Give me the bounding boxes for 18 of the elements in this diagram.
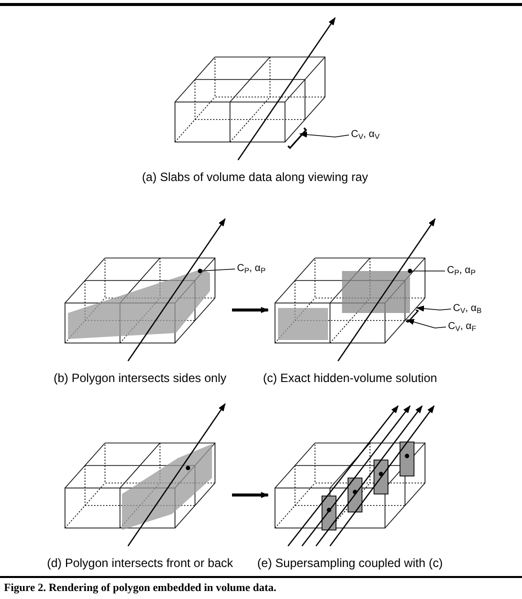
panel-caption: (e) Supersampling coupled with (c): [256, 555, 444, 572]
panel-caption: (d) Polygon intersects front or back: [46, 555, 234, 572]
leader-line: [416, 306, 452, 312]
leader-line: [410, 270, 446, 272]
leader-line: [299, 132, 350, 138]
panel-caption: (b) Polygon intersects sides only: [52, 370, 228, 387]
leader-label: C$_{V}$, α$_{B}$: [452, 302, 483, 316]
panel-caption: (a) Slabs of volume data along viewing ray: [140, 169, 370, 186]
leader-label: C$_{P}$, α$_{P}$: [446, 264, 477, 278]
leader-line: [406, 319, 446, 328]
leader-label: C$_{V}$, α$_{V}$: [350, 128, 381, 142]
figure-caption: Figure 2. Rendering of polygon embedded in volume data.: [4, 581, 276, 596]
leader-label: C$_{P}$, α$_{P}$: [236, 262, 267, 276]
leader-label: C$_{V}$, α$_{F}$: [447, 320, 478, 334]
arrow: [232, 307, 269, 313]
arrow: [232, 492, 269, 498]
leader-line: [200, 268, 236, 272]
panel-caption: (c) Exact hidden-volume solution: [262, 370, 438, 387]
